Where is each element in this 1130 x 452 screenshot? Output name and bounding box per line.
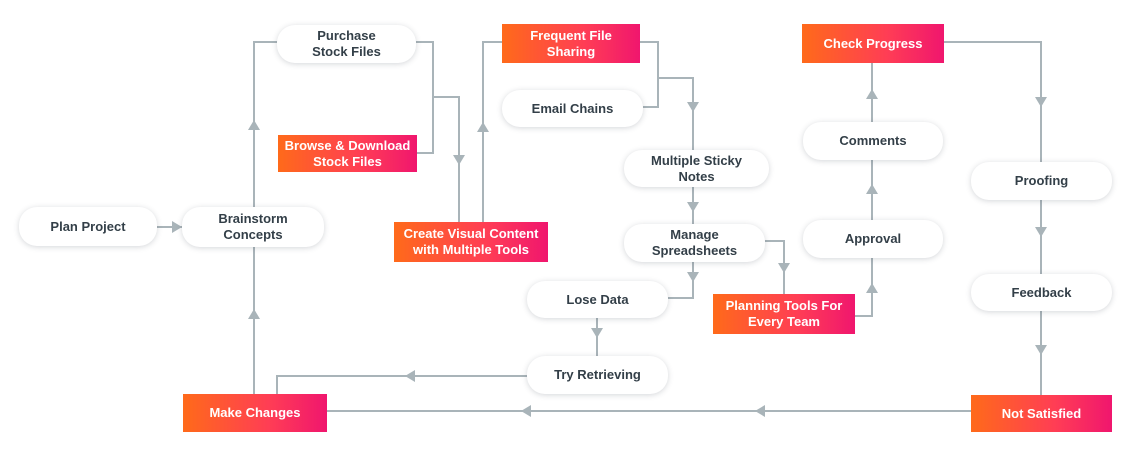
node-purchase-stock-files-label: Purchase Stock Files [312,28,381,59]
node-try-retrieving: Try Retrieving [527,356,668,394]
node-plan-project: Plan Project [19,207,157,246]
node-approval: Approval [803,220,943,258]
arrow-up-comments-to-check [866,89,878,99]
node-comments: Comments [803,122,943,160]
node-planning-tools-label: Planning Tools For Every Team [725,298,843,329]
arrow-down-into-spreadsheets [687,202,699,212]
arrow-up-create-right [477,122,489,132]
node-brainstorm-concepts-label: Brainstorm Concepts [218,211,288,242]
arrow-up-planning-to-approval [866,283,878,293]
node-multiple-sticky-notes: Multiple Sticky Notes [624,150,769,187]
node-create-visual-content-label: Create Visual Content with Multiple Tool… [403,226,539,257]
arrow-into-brainstorm [172,221,182,233]
node-comments-label: Comments [839,133,907,148]
node-make-changes: Make Changes [183,394,327,432]
node-manage-spreadsheets-label: Manage Spreadsheets [651,227,738,258]
node-email-chains-label: Email Chains [531,100,614,116]
node-proofing-label: Proofing [1014,173,1069,188]
node-planning-tools: Planning Tools For Every Team [713,294,855,334]
arrow-up-brainstorm-left [248,120,260,130]
connector-planning-to-approval [855,258,873,317]
node-make-changes-label: Make Changes [209,405,301,420]
arrow-down-into-planning [778,263,790,273]
arrow-down-into-sticky [687,102,699,112]
arrow-down-proofing-to-feedback [1035,227,1047,237]
node-approval-label: Approval [844,231,902,246]
node-email-chains: Email Chains [502,90,643,127]
node-lose-data-label: Lose Data [566,291,629,307]
node-not-satisfied-label: Not Satisfied [1001,405,1082,421]
node-browse-download-stock: Browse & Download Stock Files [278,135,417,172]
connector-spreadsheets-to-lose [668,262,694,299]
connector-frequent-to-sticky [640,41,694,150]
node-manage-spreadsheets: Manage Spreadsheets [624,224,765,262]
node-frequent-file-sharing-label: Frequent File Sharing [530,27,612,59]
node-plan-project-label: Plan Project [50,218,126,234]
connector-spreadsheets-to-planning [765,240,785,294]
node-create-visual-content: Create Visual Content with Multiple Tool… [394,222,548,262]
node-feedback-label: Feedback [1011,284,1072,300]
arrow-left-notsatisfied-1 [755,405,765,417]
connector-brainstorm-to-purchase [253,41,277,207]
connector-email-to-sticky [643,78,659,108]
node-not-satisfied: Not Satisfied [971,395,1112,432]
arrow-up-approval-to-comments [866,184,878,194]
node-try-retrieving-label: Try Retrieving [554,367,641,382]
arrow-down-into-create [453,155,465,165]
node-lose-data: Lose Data [527,281,668,318]
node-check-progress: Check Progress [802,24,944,63]
arrow-down-feedback-to-notsatisfied [1035,345,1047,355]
node-feedback: Feedback [971,274,1112,311]
arrow-up-make-to-brainstorm [248,309,260,319]
node-purchase-stock-files: Purchase Stock Files [277,25,416,63]
node-browse-download-stock-label: Browse & Download Stock Files [284,137,411,169]
node-proofing: Proofing [971,162,1112,200]
connector-retrieve-to-make [276,375,527,396]
arrow-down-check-to-proofing [1035,97,1047,107]
node-brainstorm-concepts: Brainstorm Concepts [182,207,324,247]
arrow-down-spreadsheets-exit [687,272,699,282]
connector-browse-to-create [417,97,434,154]
connector-create-to-frequent [482,41,502,222]
arrow-left-to-make-top [405,370,415,382]
arrow-left-notsatisfied-2 [521,405,531,417]
arrow-down-into-retrieve [591,328,603,338]
node-multiple-sticky-notes-label: Multiple Sticky Notes [650,152,743,184]
node-frequent-file-sharing: Frequent File Sharing [502,24,640,63]
node-check-progress-label: Check Progress [823,35,923,51]
connector-purchase-to-create [416,41,460,222]
connector-check-to-proofing [944,41,1042,162]
